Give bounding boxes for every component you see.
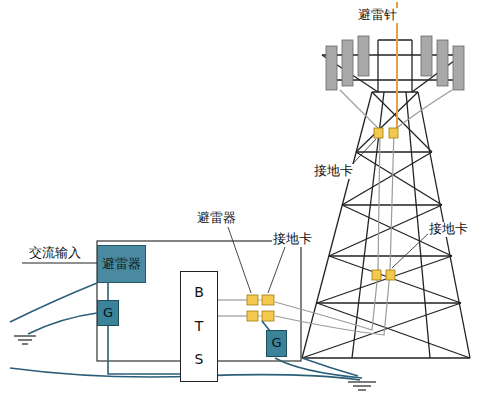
ground-wire <box>108 326 180 374</box>
node-text: G <box>103 306 113 320</box>
arrester-box: 避雷器 <box>97 245 146 283</box>
ground-box: G <box>97 300 119 326</box>
ground-box: G <box>266 330 287 357</box>
arrester-label: 避雷器 <box>196 211 237 226</box>
input-label: 交流输入 <box>28 246 82 261</box>
ground-wire <box>107 283 109 300</box>
antenna-panels <box>326 36 464 90</box>
ac-input-line <box>22 262 97 263</box>
clamp-label: 接地卡 <box>428 222 469 237</box>
node-text: G <box>271 336 281 350</box>
clamp-label: 接地卡 <box>272 232 313 247</box>
clamp-label: 接地卡 <box>313 164 354 179</box>
wall-arresters <box>247 295 274 321</box>
node-text: BTS <box>192 276 206 377</box>
node-text: 避雷器 <box>102 257 141 271</box>
leader-lines <box>228 139 430 293</box>
rod-label: 避雷针 <box>357 8 398 23</box>
feeder-cables <box>218 90 452 335</box>
grounding-clamps <box>372 128 398 280</box>
bts-cabinet: BTS <box>180 271 218 382</box>
